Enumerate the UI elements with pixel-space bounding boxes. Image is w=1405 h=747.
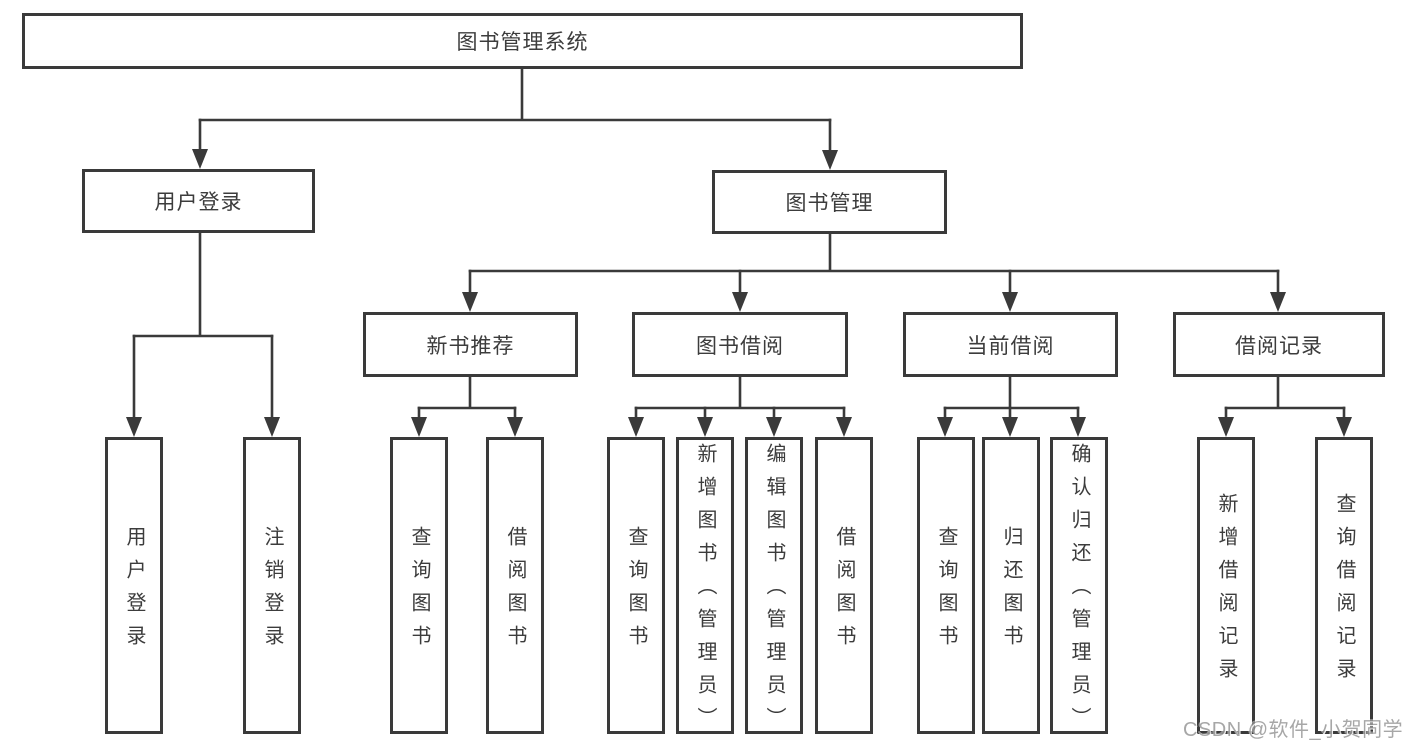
node-root: 图书管理系统 bbox=[22, 13, 1023, 69]
arrowhead-icon bbox=[507, 417, 523, 437]
csdn-watermark: CSDN @软件_小贺同学 bbox=[1183, 719, 1404, 741]
node-root-label: 图书管理系统 bbox=[456, 31, 589, 54]
arrowhead-icon bbox=[766, 417, 782, 437]
leaf-records-query-record: 查询借阅记录 bbox=[1315, 437, 1373, 734]
node-book-borrowing-label: 图书借阅 bbox=[696, 334, 784, 358]
arrowhead-icon bbox=[411, 417, 427, 437]
leaf-borrow-edit-books-admin: 编辑图书（管理员） bbox=[745, 437, 803, 740]
node-book-management: 图书管理 bbox=[712, 170, 947, 234]
connector-branch-1 bbox=[132, 231, 274, 338]
connector-branch-0 bbox=[198, 67, 832, 122]
connector-branch-6 bbox=[1224, 375, 1346, 410]
node-user-login: 用户登录 bbox=[82, 169, 315, 233]
leaf-user-login-label: 用户登录 bbox=[123, 525, 145, 658]
arrowhead-icon bbox=[1218, 417, 1234, 437]
arrowhead-icon bbox=[462, 292, 478, 312]
leaf-borrow-edit-books-admin-label: 编辑图书（管理员） bbox=[763, 443, 785, 740]
leaf-recommend-borrow-books-label: 借阅图书 bbox=[504, 525, 526, 658]
leaf-borrow-query-books: 查询图书 bbox=[607, 437, 665, 734]
node-book-management-label: 图书管理 bbox=[785, 192, 874, 215]
arrowhead-icon bbox=[1002, 292, 1018, 312]
node-current-borrowing-label: 当前借阅 bbox=[966, 334, 1055, 358]
arrowhead-icon bbox=[264, 417, 280, 437]
leaf-current-confirm-return-admin-label: 确认归还（管理员） bbox=[1068, 443, 1090, 740]
arrowhead-icon bbox=[126, 417, 142, 437]
arrowhead-icon bbox=[1336, 417, 1352, 437]
arrowhead-icon bbox=[697, 417, 713, 437]
leaf-logout-label: 注销登录 bbox=[261, 525, 283, 658]
node-new-book-recommendation-label: 新书推荐 bbox=[426, 334, 515, 358]
arrowhead-icon bbox=[836, 417, 852, 437]
node-borrowing-records: 借阅记录 bbox=[1173, 312, 1385, 377]
leaf-records-add-record: 新增借阅记录 bbox=[1197, 437, 1255, 734]
leaf-recommend-query-books-label: 查询图书 bbox=[408, 525, 430, 658]
node-current-borrowing: 当前借阅 bbox=[903, 312, 1118, 377]
arrowhead-icon bbox=[1002, 417, 1018, 437]
leaf-current-query-books-label: 查询图书 bbox=[935, 525, 957, 658]
leaf-borrow-add-books-admin: 新增图书（管理员） bbox=[676, 437, 734, 740]
node-new-book-recommendation: 新书推荐 bbox=[363, 312, 578, 377]
arrowhead-icon bbox=[732, 292, 748, 312]
leaf-user-login: 用户登录 bbox=[105, 437, 163, 734]
leaf-recommend-query-books: 查询图书 bbox=[390, 437, 448, 734]
leaf-current-return-books-label: 归还图书 bbox=[1000, 525, 1022, 658]
connector-branch-5 bbox=[943, 375, 1080, 410]
arrowhead-icon bbox=[628, 417, 644, 437]
leaf-recommend-borrow-books: 借阅图书 bbox=[486, 437, 544, 734]
node-user-login-label: 用户登录 bbox=[154, 191, 243, 214]
leaf-current-query-books: 查询图书 bbox=[917, 437, 975, 734]
arrowhead-icon bbox=[1270, 292, 1286, 312]
node-book-borrowing: 图书借阅 bbox=[632, 312, 848, 377]
arrowhead-icon bbox=[822, 150, 838, 170]
node-borrowing-records-label: 借阅记录 bbox=[1235, 334, 1323, 358]
arrowhead-icon bbox=[192, 149, 208, 169]
arrowhead-icon bbox=[937, 417, 953, 437]
leaf-records-add-record-label: 新增借阅记录 bbox=[1215, 492, 1237, 691]
leaf-borrow-borrow-books-label: 借阅图书 bbox=[833, 525, 855, 658]
leaf-logout: 注销登录 bbox=[243, 437, 301, 734]
arrowhead-icon bbox=[1070, 417, 1086, 437]
leaf-borrow-borrow-books: 借阅图书 bbox=[815, 437, 873, 734]
leaf-records-query-record-label: 查询借阅记录 bbox=[1333, 492, 1355, 691]
leaf-borrow-query-books-label: 查询图书 bbox=[625, 525, 647, 658]
connector-branch-4 bbox=[634, 375, 846, 410]
leaf-borrow-add-books-admin-label: 新增图书（管理员） bbox=[694, 443, 716, 740]
connector-branch-2 bbox=[468, 232, 1280, 273]
connector-branch-3 bbox=[417, 375, 517, 410]
leaf-current-confirm-return-admin: 确认归还（管理员） bbox=[1050, 437, 1108, 740]
leaf-current-return-books: 归还图书 bbox=[982, 437, 1040, 734]
